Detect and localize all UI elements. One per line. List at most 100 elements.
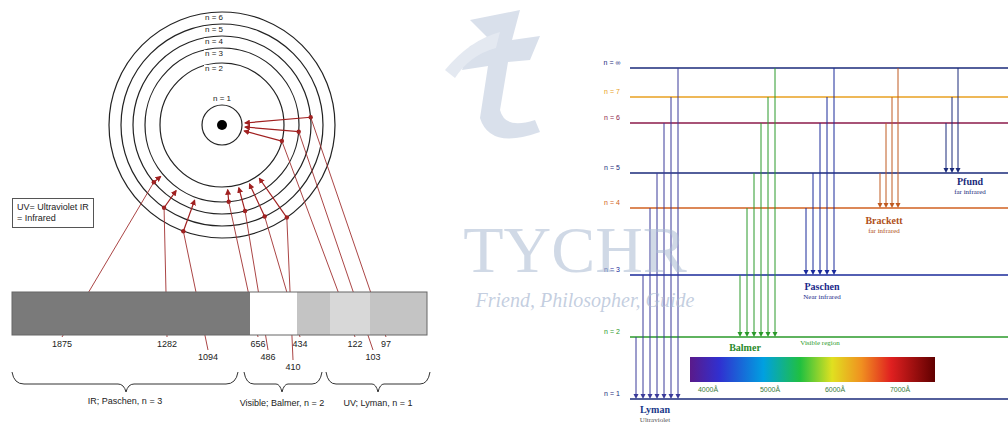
- arrowhead: [738, 332, 743, 337]
- legend-box: UV= Ultraviolet IR = Infrared: [12, 198, 94, 228]
- transition-arrow: [239, 188, 245, 211]
- wavelength-number: 1094: [198, 353, 218, 363]
- arrowhead: [818, 270, 823, 275]
- wavelength-number: 434: [292, 340, 307, 350]
- energy-level-line: [630, 172, 1008, 173]
- transition-line: [946, 123, 947, 169]
- wavelength-number: 1282: [157, 340, 177, 350]
- label-text: Paschen: [804, 281, 841, 292]
- label-text: n = 2: [603, 328, 621, 336]
- arrowhead: [766, 332, 771, 337]
- transition-line: [892, 97, 893, 204]
- energy-level-line: [630, 122, 1008, 123]
- label-text: far infrared: [953, 189, 987, 197]
- visible-spectrum-strip: [690, 357, 935, 382]
- arrowhead: [956, 168, 961, 173]
- wavelength-number: 656: [250, 340, 265, 350]
- label-text: n = 5: [603, 164, 621, 172]
- label-text: n = 6: [204, 14, 224, 23]
- label-text: Brackett: [864, 215, 903, 226]
- transition-arrow: [164, 191, 176, 208]
- arrowhead: [950, 168, 955, 173]
- wavelength-number: 97: [381, 340, 391, 350]
- label-text: n = 3: [204, 50, 224, 59]
- label-text: n = 1: [212, 95, 232, 104]
- arrowhead: [662, 394, 667, 399]
- energy-level-line: [630, 96, 1008, 97]
- transition-arrow: [245, 117, 311, 123]
- transition-line: [747, 208, 748, 333]
- arrowhead: [648, 394, 653, 399]
- label-text: n = 4: [603, 199, 621, 207]
- energy-level-line: [630, 67, 1008, 68]
- transition-arrow: [244, 131, 282, 141]
- arrowhead: [825, 270, 830, 275]
- arrowhead: [811, 270, 816, 275]
- arrowhead: [634, 394, 639, 399]
- wavelength-number: 122: [347, 340, 362, 350]
- orbit-circles: [109, 12, 335, 238]
- energy-level-line: [630, 207, 1008, 208]
- wavelength-number: 486: [260, 353, 275, 363]
- label-text: 6000Å: [825, 386, 845, 394]
- arrowhead: [759, 332, 764, 337]
- transition-arrow: [259, 178, 287, 217]
- wavelength-number: 1875: [52, 340, 72, 350]
- arrowhead: [752, 332, 757, 337]
- arrowhead: [896, 203, 901, 208]
- transition-line: [775, 68, 776, 333]
- transition-arrow: [245, 127, 299, 132]
- label-text: 5000Å: [760, 386, 780, 394]
- spectrum-bar: [12, 292, 427, 335]
- transition-line: [768, 97, 769, 333]
- transition-line: [952, 97, 953, 169]
- label-text: Ultraviolet: [639, 417, 671, 425]
- label-text: n = 5: [204, 26, 224, 35]
- label-text: Lyman: [639, 404, 671, 415]
- nucleus: [217, 120, 227, 130]
- label-text: n = 2: [204, 65, 224, 74]
- arrowhead: [745, 332, 750, 337]
- transition-line: [898, 68, 899, 204]
- label-text: Visible region: [799, 340, 840, 348]
- watermark-text: Friend, Philosopher, Guide: [476, 289, 695, 311]
- transition-line: [827, 97, 828, 271]
- label-text: far infrared: [867, 228, 901, 236]
- arrowhead: [641, 394, 646, 399]
- transition-line: [806, 208, 807, 271]
- transition-line: [754, 173, 755, 333]
- arrowhead: [773, 332, 778, 337]
- arrowhead: [832, 270, 837, 275]
- transition-line: [886, 123, 887, 204]
- range-brackets: [12, 372, 430, 392]
- transition-arrow: [183, 200, 194, 231]
- transition-line: [834, 68, 835, 271]
- label-text: n = 1: [603, 390, 621, 398]
- label-text: n = 7: [603, 88, 621, 96]
- legend-text: UV= Ultraviolet IR = Infrared: [17, 202, 89, 224]
- energy-level-line: [630, 336, 1008, 337]
- transition-line: [820, 123, 821, 271]
- arrowhead: [669, 394, 674, 399]
- leader-line: [287, 218, 293, 360]
- transition-line: [880, 173, 881, 204]
- label-text: n = ∞: [603, 59, 622, 67]
- arrowhead: [884, 203, 889, 208]
- electron-dot: [297, 130, 301, 134]
- arrowhead: [804, 270, 809, 275]
- label-text: IR; Paschen, n = 3: [88, 397, 162, 407]
- label-text: Visible; Balmer, n = 2: [240, 399, 325, 409]
- label-text: n = 4: [204, 38, 224, 47]
- arrowhead: [655, 394, 660, 399]
- transition-line: [813, 173, 814, 271]
- label-text: 4000Å: [698, 386, 718, 394]
- watermark-logo: [445, 10, 540, 138]
- wavelength-number: 410: [285, 363, 300, 373]
- arrowhead: [676, 394, 681, 399]
- label-text: UV; Lyman, n = 1: [343, 399, 412, 409]
- transition-line: [740, 275, 741, 333]
- transition-line: [958, 68, 959, 169]
- watermark-text: TYCHR: [463, 214, 687, 287]
- energy-level-line: [630, 398, 1008, 399]
